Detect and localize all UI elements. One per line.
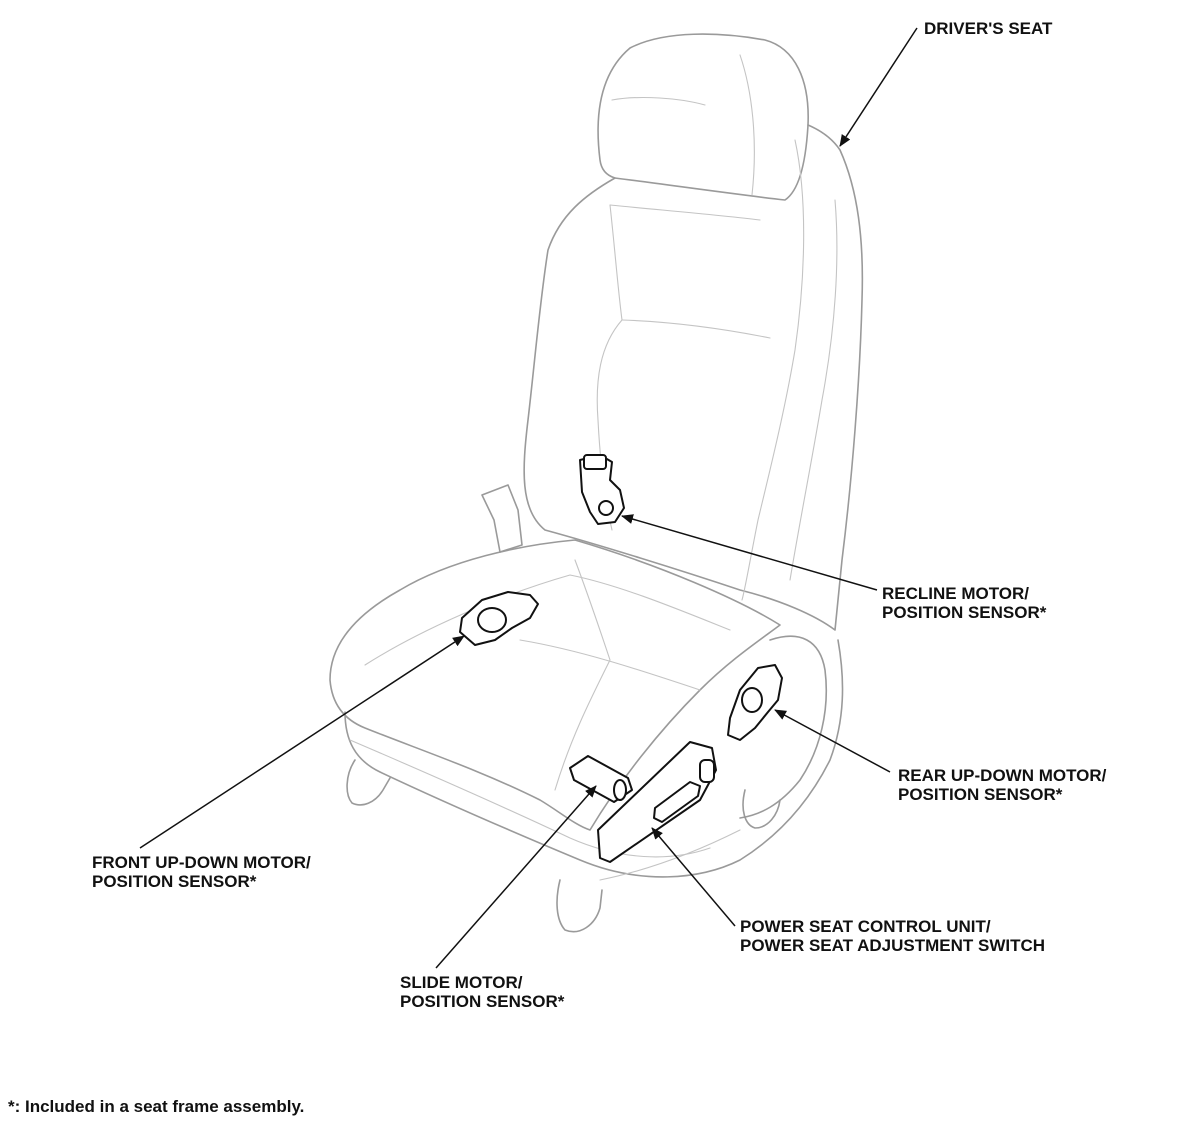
seat-base-rail — [349, 739, 711, 858]
rear-up-down-motor-component — [727, 664, 783, 741]
seat-side-shield — [739, 635, 828, 819]
backrest-panel-mid — [621, 319, 771, 339]
seat-outline — [329, 33, 864, 933]
footnote: *: Included in a seat frame assembly. — [8, 1097, 305, 1116]
leader-front-up-down — [139, 635, 465, 849]
label-drivers-seat: DRIVER'S SEAT — [924, 19, 1052, 38]
label-recline-line2: POSITION SENSOR* — [882, 603, 1047, 622]
seat-leg-front-left — [346, 759, 391, 806]
label-rear-up-down: REAR UP-DOWN MOTOR/ POSITION SENSOR* — [898, 766, 1106, 804]
seat-cushion — [329, 539, 781, 831]
label-power-seat-control-line2: POWER SEAT ADJUSTMENT SWITCH — [740, 936, 1046, 955]
seat-track — [599, 829, 741, 881]
headrest — [597, 33, 809, 201]
label-drivers-seat-text: DRIVER'S SEAT — [924, 19, 1053, 38]
leader-power-seat-control — [651, 827, 736, 927]
backrest-bolster-right — [741, 139, 805, 601]
leader-rear-up-down — [774, 709, 891, 773]
leader-drivers-seat — [839, 27, 918, 147]
backrest — [523, 124, 864, 631]
cushion-seam-3 — [554, 559, 611, 791]
leader-recline — [621, 514, 878, 591]
seat-belt-buckle — [481, 484, 523, 553]
seat-leg-rear — [742, 789, 781, 829]
cushion-seam-2 — [519, 639, 701, 691]
label-rear-up-down-line1: REAR UP-DOWN MOTOR/ — [898, 766, 1107, 785]
backrest-bolster-inner — [789, 199, 838, 581]
label-power-seat-control: POWER SEAT CONTROL UNIT/ POWER SEAT ADJU… — [740, 917, 1045, 955]
slide-motor-component — [569, 755, 633, 803]
label-front-up-down: FRONT UP-DOWN MOTOR/ POSITION SENSOR* — [92, 853, 311, 891]
label-power-seat-control-line1: POWER SEAT CONTROL UNIT/ — [740, 917, 991, 936]
backrest-panel-top — [609, 204, 761, 221]
label-rear-up-down-line2: POSITION SENSOR* — [898, 785, 1063, 804]
seat-base — [344, 639, 844, 878]
label-front-up-down-line2: POSITION SENSOR* — [92, 872, 257, 891]
label-slide: SLIDE MOTOR/ POSITION SENSOR* — [400, 973, 564, 1011]
label-slide-line2: POSITION SENSOR* — [400, 992, 565, 1011]
recline-motor-component — [579, 454, 625, 525]
headrest-contour-1 — [739, 54, 755, 196]
label-recline: RECLINE MOTOR/ POSITION SENSOR* — [882, 584, 1046, 622]
label-recline-line1: RECLINE MOTOR/ — [882, 584, 1030, 603]
leader-slide — [435, 785, 597, 969]
label-slide-line1: SLIDE MOTOR/ — [400, 973, 523, 992]
label-front-up-down-line1: FRONT UP-DOWN MOTOR/ — [92, 853, 311, 872]
front-up-down-motor-component — [459, 591, 539, 646]
headrest-contour-2 — [611, 97, 706, 106]
cushion-seam-1 — [364, 574, 731, 666]
power-seat-control-unit-component — [597, 741, 717, 863]
seat-leg-front-right — [556, 879, 603, 933]
